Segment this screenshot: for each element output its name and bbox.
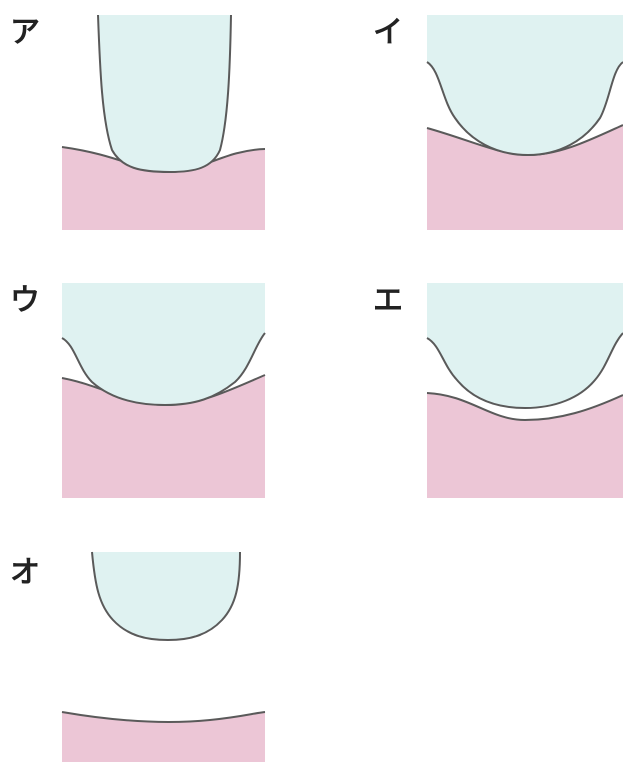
panel-o-lower-outline xyxy=(61,711,266,723)
panel-e-upper-body xyxy=(427,283,623,408)
panel-u-lower-body xyxy=(62,375,265,498)
panel-u-upper-body xyxy=(62,283,265,405)
panel-o: オ xyxy=(10,551,266,762)
panel-i-upper-body xyxy=(427,15,623,155)
panel-u: ウ xyxy=(10,283,266,498)
panel-u-upper-outline xyxy=(61,332,266,407)
panel-o-upper-body xyxy=(92,552,240,640)
panel-a-lower-body xyxy=(62,147,265,230)
panel-i-upper-outline xyxy=(426,61,623,157)
panel-e-lower-body xyxy=(427,393,623,498)
panel-a-upper-body xyxy=(98,15,231,172)
panel-i: イ xyxy=(373,15,623,230)
panel-e-label: エ xyxy=(373,283,403,318)
panel-a-upper-outline xyxy=(97,14,232,174)
panel-a: ア xyxy=(10,14,266,230)
panel-u-label: ウ xyxy=(10,283,40,318)
panel-i-lower-body xyxy=(427,125,623,230)
panel-a-label: ア xyxy=(10,15,40,50)
panel-o-label: オ xyxy=(10,555,40,590)
panel-e-lower-outline xyxy=(426,392,623,422)
panel-e-upper-outline xyxy=(426,332,623,410)
panel-i-label: イ xyxy=(373,15,403,50)
panel-e: エ xyxy=(373,283,623,498)
panel-o-lower-body xyxy=(62,712,265,762)
panel-o-upper-outline xyxy=(91,551,241,642)
